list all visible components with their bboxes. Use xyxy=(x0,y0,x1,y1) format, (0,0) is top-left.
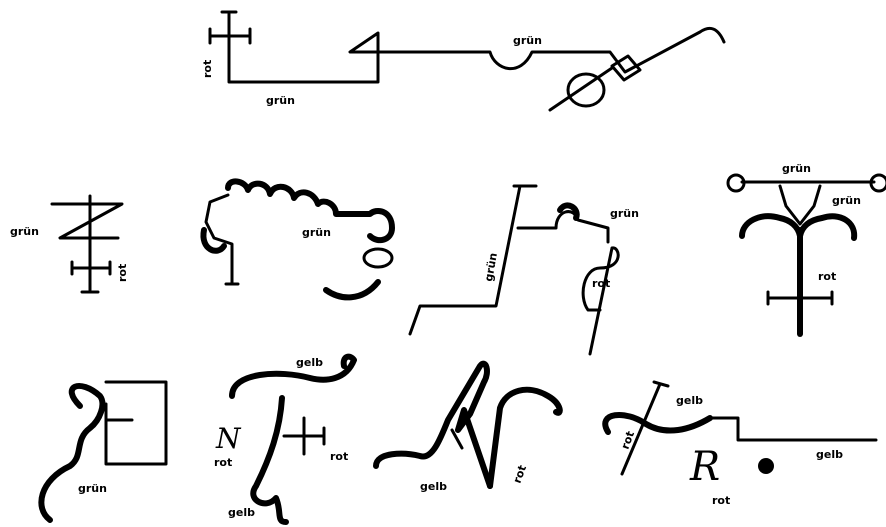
label-s8-rot-vertical: rot xyxy=(619,429,637,451)
sigil-4 xyxy=(726,173,886,337)
label-s1-rot: rot xyxy=(116,264,129,282)
label-s8-gelb-left: gelb xyxy=(676,394,703,407)
label-s4-gruen-top: grün xyxy=(782,162,811,175)
label-top-rot: rot xyxy=(201,60,214,78)
label-top-gruen-lower: grün xyxy=(266,94,295,107)
label-s1-gruen: grün xyxy=(10,225,39,238)
letter-s6: N xyxy=(215,422,242,455)
label-s8-gelb-right: gelb xyxy=(816,448,843,461)
label-s6-gelb-top: gelb xyxy=(296,356,323,369)
label-s2-gruen: grün xyxy=(302,226,331,239)
sigil-3 xyxy=(408,184,620,356)
dot xyxy=(758,458,774,474)
label-s3-gruen-vertical: grün xyxy=(482,252,500,283)
sigil-5 xyxy=(38,380,168,523)
sigil-6 xyxy=(229,353,357,525)
sigil-top xyxy=(208,10,726,112)
label-s7-gelb: gelb xyxy=(420,480,447,493)
sigil-7 xyxy=(373,360,563,489)
sigil-1 xyxy=(50,194,124,294)
sigil-8 xyxy=(602,380,878,476)
letter-s8: R xyxy=(689,444,720,490)
label-top-gruen-upper: grün xyxy=(513,34,542,47)
label-s8-rot: rot xyxy=(712,494,730,507)
label-s4-gruen-right: grün xyxy=(832,194,861,207)
label-s3-gruen: grün xyxy=(610,207,639,220)
label-s3-rot: rot xyxy=(592,277,610,290)
label-s6-rot-right: rot xyxy=(330,450,348,463)
label-s4-rot: rot xyxy=(818,270,836,283)
label-s5-gruen: grün xyxy=(78,482,107,495)
label-s7-rot: rot xyxy=(511,463,529,485)
label-s6-gelb-bottom: gelb xyxy=(228,506,255,519)
sigil-2 xyxy=(200,178,395,301)
label-s6-rot-left: rot xyxy=(214,456,232,469)
